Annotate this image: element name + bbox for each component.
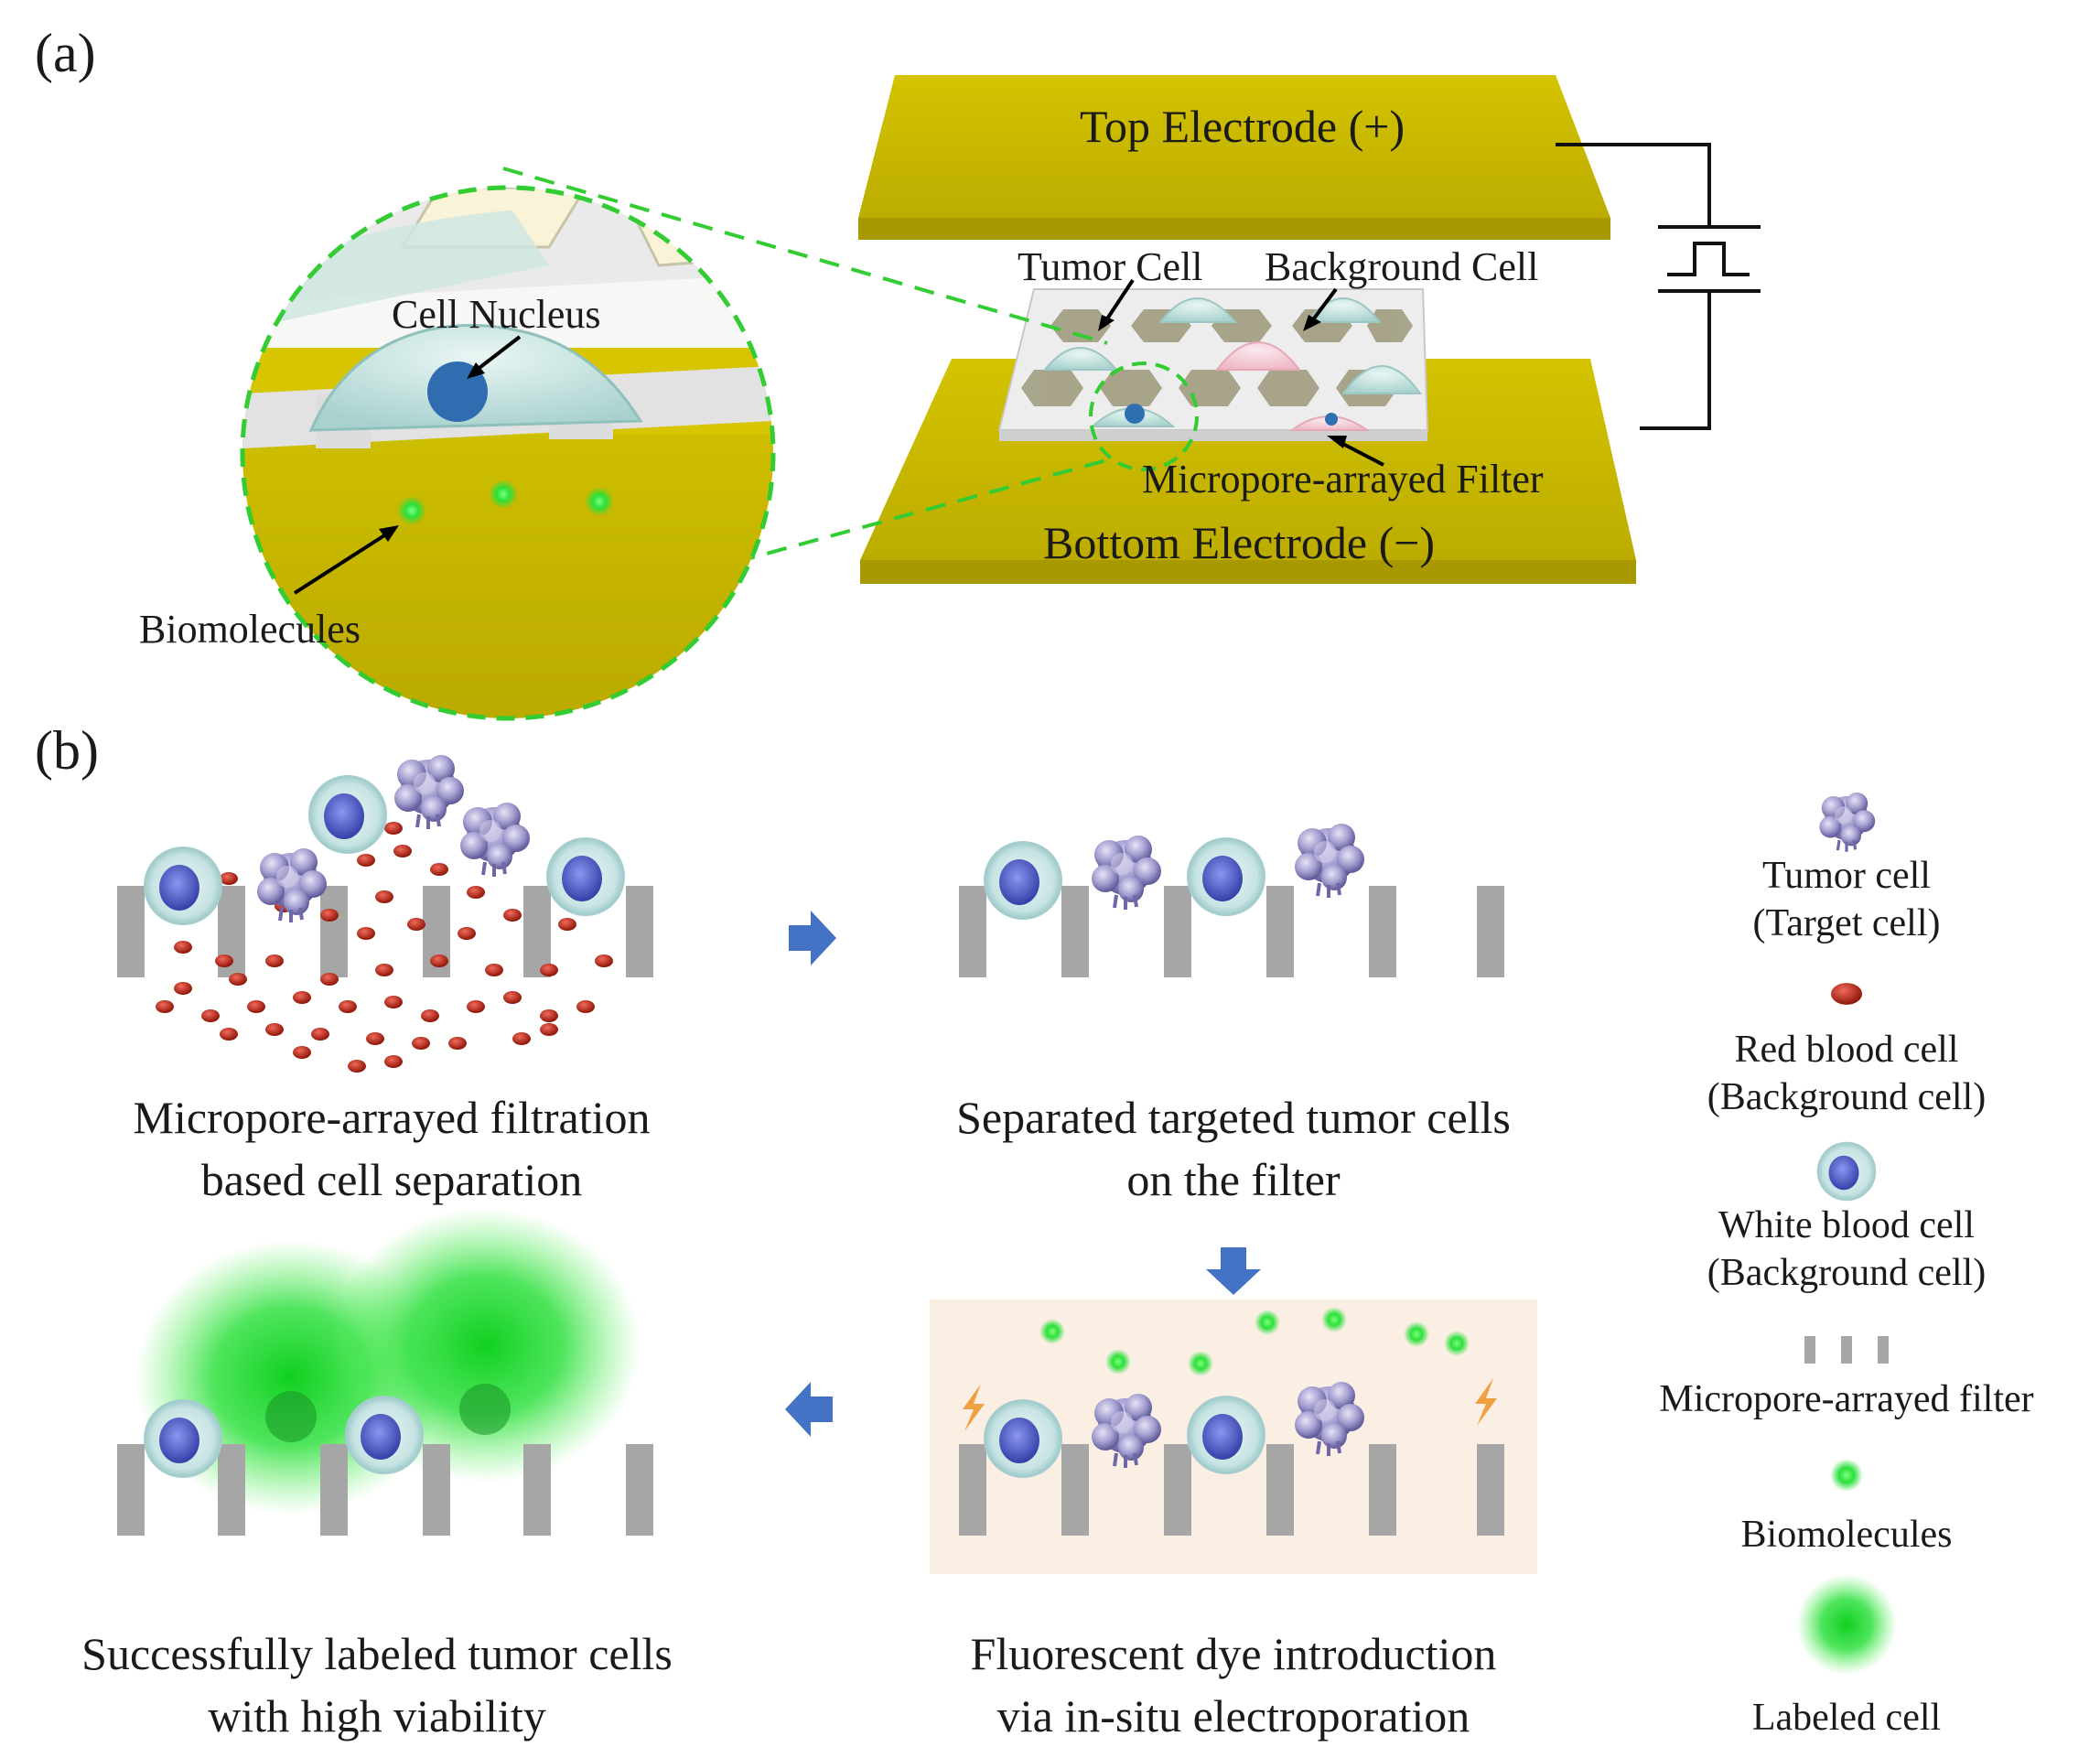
pulse-icon xyxy=(1667,242,1750,276)
legend-biomolecule-icon xyxy=(1830,1459,1863,1492)
filter-label-a: Micropore-arrayed Filter xyxy=(1142,457,1544,501)
circuit-wire xyxy=(1556,143,1761,430)
arrow-step3-to-step4 xyxy=(785,1382,833,1437)
step4-diagram xyxy=(117,1208,653,1536)
cell-nucleus-label: Cell Nucleus xyxy=(392,292,601,337)
arrow-step2-to-step3 xyxy=(1206,1247,1261,1295)
legend-filter-icon xyxy=(1804,1336,1889,1364)
legend-labeled-label: Labeled cell xyxy=(1752,1697,1941,1739)
tumor-cell-label-a: Tumor Cell xyxy=(1018,244,1203,289)
step1-diagram xyxy=(117,753,653,1073)
zoom-target-circle xyxy=(1089,361,1199,471)
legend-tumor-icon xyxy=(1817,791,1877,854)
legend-wbc-line1: White blood cell xyxy=(1718,1204,1975,1246)
step1-label-line1: Micropore-arrayed filtration xyxy=(133,1092,650,1143)
step3-diagram xyxy=(930,1299,1537,1574)
legend-filter-label: Micropore-arrayed filter xyxy=(1659,1378,2033,1420)
legend-rbc-icon xyxy=(1831,983,1862,1005)
arrow-step1-to-step2 xyxy=(789,911,836,965)
biomolecule-dots-step3 xyxy=(1039,1307,1470,1376)
step3-label-line2: via in-situ electroporation xyxy=(997,1690,1470,1742)
zoom-circle xyxy=(240,185,776,721)
biomolecules-label-a: Biomolecules xyxy=(139,607,361,652)
legend-wbc-line2: (Background cell) xyxy=(1707,1252,1986,1294)
legend-rbc-line1: Red blood cell xyxy=(1735,1029,1959,1071)
step4-label-line2: with high viability xyxy=(208,1690,545,1742)
annotation-arrows-a xyxy=(293,278,1384,595)
panel-a-tag: (a) xyxy=(35,23,96,83)
step2-label-line2: on the filter xyxy=(1126,1154,1341,1205)
background-cell-label-a: Background Cell xyxy=(1265,244,1538,289)
step2-diagram xyxy=(959,822,1504,977)
legend-biomolecules-label: Biomolecules xyxy=(1741,1514,1953,1556)
legend-tumor-line2: (Target cell) xyxy=(1753,902,1941,944)
legend-wbc-icon xyxy=(1816,1141,1877,1202)
top-electrode xyxy=(858,75,1610,240)
panel-b-tag: (b) xyxy=(35,720,99,781)
legend-rbc-line2: (Background cell) xyxy=(1707,1076,1986,1118)
bottom-electrode-label: Bottom Electrode (−) xyxy=(1043,517,1435,568)
legend: Tumor cell (Target cell) Red blood cell … xyxy=(1659,791,2034,1739)
step1-label-line2: based cell separation xyxy=(201,1154,582,1205)
step3-label-line1: Fluorescent dye introduction xyxy=(971,1628,1497,1679)
legend-tumor-line1: Tumor cell xyxy=(1762,855,1931,897)
step2-label-line1: Separated targeted tumor cells xyxy=(956,1092,1511,1143)
step4-label-line1: Successfully labeled tumor cells xyxy=(81,1628,673,1679)
top-electrode-label: Top Electrode (+) xyxy=(1080,101,1405,152)
zoom-projection-lines xyxy=(502,167,1117,608)
legend-labeled-cell-icon xyxy=(1796,1574,1897,1675)
